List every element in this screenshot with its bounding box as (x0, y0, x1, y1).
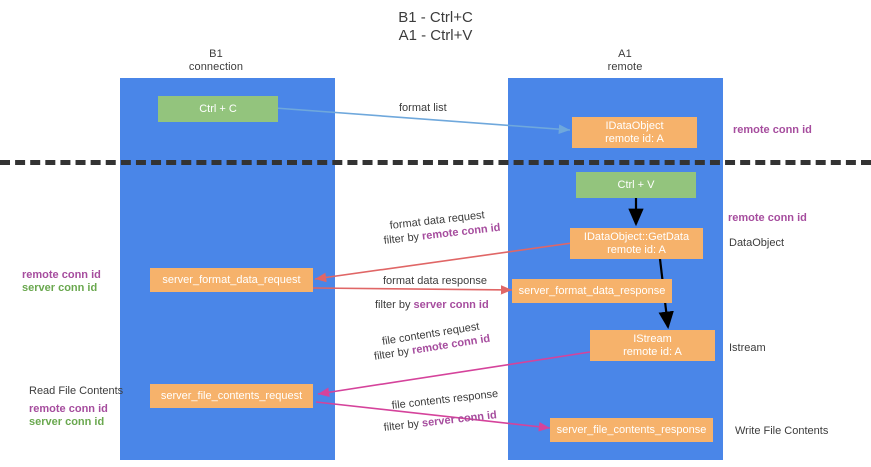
filter-prefix: filter by (373, 344, 414, 363)
node-ctrl-v[interactable]: Ctrl + V (576, 172, 696, 198)
node-istream-line1: IStream (633, 332, 672, 345)
phase-separator (0, 160, 871, 165)
filter-prefix: filter by (383, 230, 423, 247)
annotation-right-write-file-contents: Write File Contents (735, 425, 829, 437)
node-server-format-data-request[interactable]: server_format_data_request (150, 268, 313, 292)
page-title-line1: B1 - Ctrl+C (398, 9, 473, 26)
node-server-file-contents-response-label: server_file_contents_response (556, 423, 707, 436)
node-server-format-data-response[interactable]: server_format_data_response (512, 279, 672, 303)
annotation-left-read-file-contents: Read File Contents (29, 385, 124, 397)
filter-key-server-conn-id: server conn id (413, 299, 489, 311)
node-getdata[interactable]: IDataObject::GetData remote id: A (570, 228, 703, 259)
filter-prefix: filter by (383, 417, 423, 434)
filter-key-server-conn-id: server conn id (421, 409, 498, 430)
annotation-left-remote-conn-id-a: remote conn id (22, 269, 101, 281)
annotation-right-istream: Istream (729, 342, 766, 354)
node-server-file-contents-request[interactable]: server_file_contents_request (150, 384, 313, 408)
node-ctrl-v-line1: Ctrl + V (617, 178, 655, 191)
node-server-file-contents-response[interactable]: server_file_contents_response (550, 418, 713, 442)
edge-label-format-list: format list (399, 102, 447, 114)
column-header-a1-name: A1 (618, 48, 632, 60)
column-header-b1-role: connection (188, 61, 244, 73)
node-idataobject-line2: remote id: A (605, 132, 664, 145)
edge-label-format-data-response-filter: filter by server conn id (375, 298, 489, 312)
annotation-right-remote-conn-id-mid: remote conn id (728, 212, 807, 224)
node-idataobject[interactable]: IDataObject remote id: A (572, 117, 697, 148)
column-header-b1-name: B1 (209, 48, 223, 60)
node-getdata-line1: IDataObject::GetData (583, 230, 690, 243)
annotation-right-remote-conn-id-top: remote conn id (733, 124, 812, 136)
node-ctrl-c[interactable]: Ctrl + C (158, 96, 278, 122)
annotation-right-dataobject: DataObject (729, 237, 785, 249)
node-server-format-data-response-label: server_format_data_response (518, 284, 666, 297)
annotation-left-remote-conn-id-b: remote conn id (29, 403, 108, 415)
page-title-line2: A1 - Ctrl+V (398, 27, 473, 44)
connector-format-data-response (312, 285, 513, 295)
node-istream-line2: remote id: A (623, 345, 682, 358)
edge-label-file-contents-response-filter: filter by server conn id (383, 408, 498, 435)
node-ctrl-c-line1: Ctrl + C (199, 102, 237, 115)
filter-prefix: filter by (375, 299, 414, 311)
node-getdata-line2: remote id: A (607, 243, 666, 256)
node-server-format-data-request-label: server_format_data_request (162, 273, 301, 286)
node-server-file-contents-request-label: server_file_contents_request (160, 389, 303, 402)
annotation-left-server-conn-id-b: server conn id (29, 416, 105, 428)
node-istream[interactable]: IStream remote id: A (590, 330, 715, 361)
node-idataobject-line1: IDataObject (605, 119, 664, 132)
column-header-a1-role: remote (607, 61, 643, 73)
annotation-left-server-conn-id-a: server conn id (22, 282, 98, 294)
edge-label-format-data-response: format data response (383, 275, 487, 287)
